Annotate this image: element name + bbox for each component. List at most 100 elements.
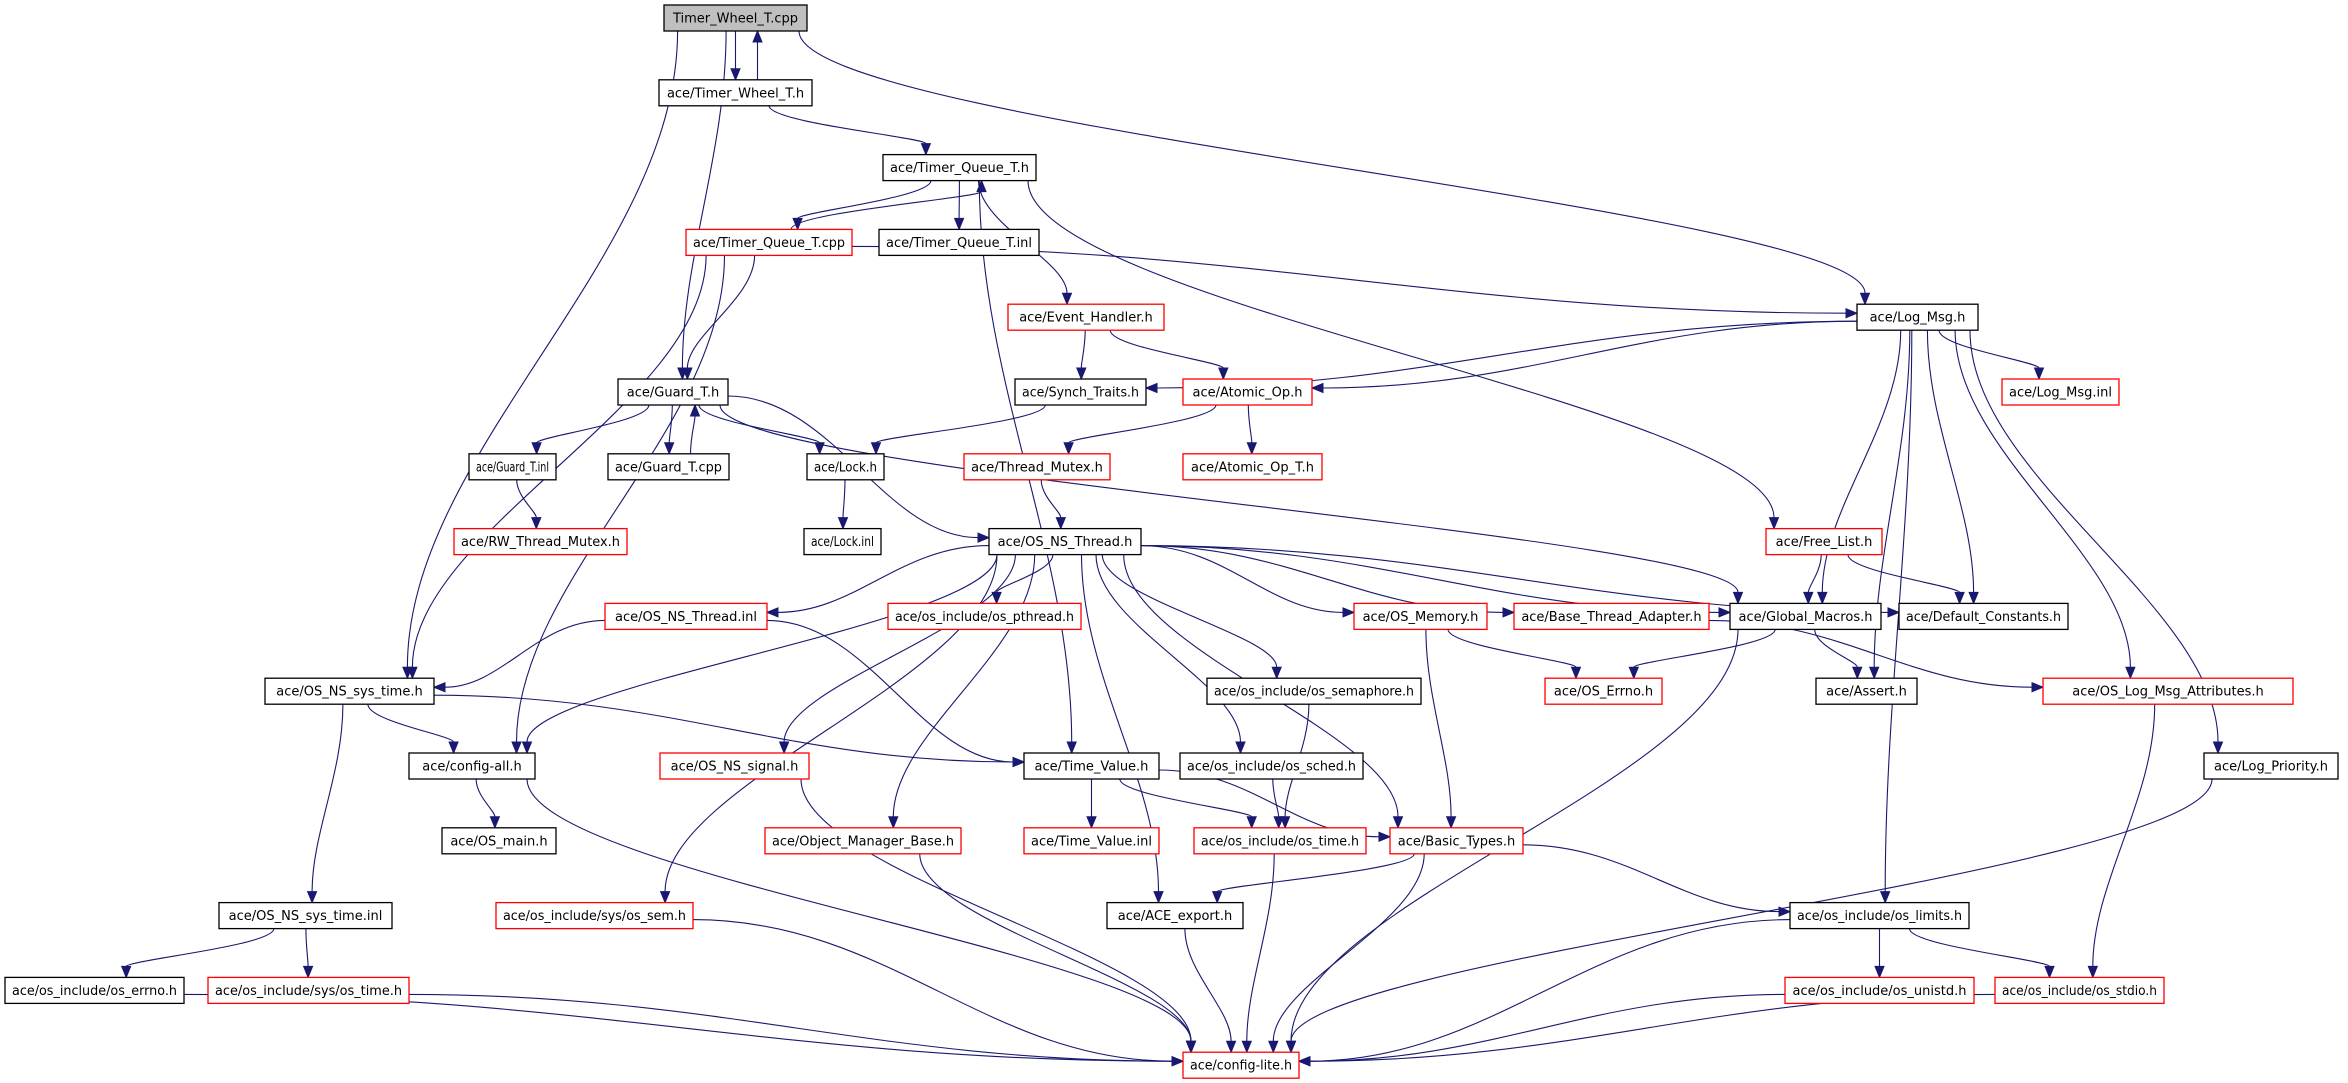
node-box[interactable] <box>1544 677 1663 705</box>
node-box[interactable] <box>1193 827 1367 855</box>
node-os-memory[interactable]: ace/OS_Memory.h <box>1353 602 1488 631</box>
node-box[interactable] <box>1206 677 1422 705</box>
node-base-thread-adapter[interactable]: ace/Base_Thread_Adapter.h <box>1513 602 1710 631</box>
node-log-msg-inl[interactable]: ace/Log_Msg.inl <box>2001 378 2120 406</box>
node-twt-h[interactable]: ace/Timer_Wheel_T.h <box>658 79 813 107</box>
node-box[interactable] <box>468 453 557 481</box>
node-twt-cpp[interactable]: Timer_Wheel_T.cpp <box>663 4 808 32</box>
node-tqt-h[interactable]: ace/Timer_Queue_T.h <box>882 153 1037 182</box>
node-box[interactable] <box>887 602 1082 631</box>
node-box[interactable] <box>878 228 1040 257</box>
node-box[interactable] <box>963 453 1111 481</box>
node-ace-export[interactable]: ace/ACE_export.h <box>1106 901 1244 930</box>
node-box[interactable] <box>1729 602 1882 631</box>
node-os-errno-h[interactable]: ace/OS_Errno.h <box>1544 677 1663 705</box>
node-box[interactable] <box>495 901 694 930</box>
node-box[interactable] <box>1856 303 1979 331</box>
node-guard-h[interactable]: ace/Guard_T.h <box>617 378 729 406</box>
node-box[interactable] <box>1389 827 1524 855</box>
node-guard-inl[interactable]: ace/Guard_T.inl <box>468 453 557 481</box>
node-box[interactable] <box>441 827 557 855</box>
node-log-msg[interactable]: ace/Log_Msg.h <box>1856 303 1979 331</box>
node-box[interactable] <box>659 752 810 780</box>
node-box[interactable] <box>1784 976 1975 1005</box>
node-box[interactable] <box>4 976 185 1005</box>
node-os-limits[interactable]: ace/os_include/os_limits.h <box>1789 901 1970 930</box>
node-os-pthread[interactable]: ace/os_include/os_pthread.h <box>887 602 1082 631</box>
node-box[interactable] <box>1182 1051 1300 1079</box>
node-os-semaphore[interactable]: ace/os_include/os_semaphore.h <box>1206 677 1422 705</box>
node-box[interactable] <box>1789 901 1970 930</box>
node-box[interactable] <box>806 453 885 481</box>
node-lock-h[interactable]: ace/Lock.h <box>806 453 885 481</box>
node-os-ns-sys-time-inl[interactable]: ace/OS_NS_sys_time.inl <box>218 901 393 930</box>
node-box[interactable] <box>1007 303 1165 331</box>
node-box[interactable] <box>1353 602 1488 631</box>
node-config-lite[interactable]: ace/config-lite.h <box>1182 1051 1300 1079</box>
node-box[interactable] <box>218 901 393 930</box>
node-os-ns-thread[interactable]: ace/OS_NS_Thread.h <box>988 527 1142 556</box>
node-box[interactable] <box>1179 752 1364 780</box>
node-box[interactable] <box>207 976 410 1005</box>
node-box[interactable] <box>1182 378 1313 406</box>
node-free-list[interactable]: ace/Free_List.h <box>1765 527 1883 556</box>
node-box[interactable] <box>1815 677 1918 705</box>
node-box[interactable] <box>1106 901 1244 930</box>
node-box[interactable] <box>685 228 853 257</box>
node-box[interactable] <box>988 527 1142 556</box>
node-event-handler[interactable]: ace/Event_Handler.h <box>1007 303 1165 331</box>
node-box[interactable] <box>2203 752 2339 780</box>
node-box[interactable] <box>2001 378 2120 406</box>
node-guard-cpp[interactable]: ace/Guard_T.cpp <box>607 453 730 481</box>
node-config-all[interactable]: ace/config-all.h <box>408 752 536 780</box>
node-box[interactable] <box>882 153 1037 182</box>
node-box[interactable] <box>1023 827 1160 855</box>
node-box[interactable] <box>453 527 628 556</box>
node-assert-h[interactable]: ace/Assert.h <box>1815 677 1918 705</box>
node-os-time[interactable]: ace/os_include/os_time.h <box>1193 827 1367 855</box>
node-box[interactable] <box>2042 677 2294 705</box>
node-tqt-cpp[interactable]: ace/Timer_Queue_T.cpp <box>685 228 853 257</box>
node-os-ns-signal[interactable]: ace/OS_NS_signal.h <box>659 752 810 780</box>
node-log-priority[interactable]: ace/Log_Priority.h <box>2203 752 2339 780</box>
node-box[interactable] <box>658 79 813 107</box>
node-box[interactable] <box>803 527 882 556</box>
node-os-stdio[interactable]: ace/os_include/os_stdio.h <box>1994 976 2165 1005</box>
node-box[interactable] <box>1898 602 2069 631</box>
node-box[interactable] <box>264 677 435 705</box>
node-object-manager-base[interactable]: ace/Object_Manager_Base.h <box>764 827 962 855</box>
node-tqt-inl[interactable]: ace/Timer_Queue_T.inl <box>878 228 1040 257</box>
node-os-unistd[interactable]: ace/os_include/os_unistd.h <box>1784 976 1975 1005</box>
node-box[interactable] <box>1182 453 1323 481</box>
node-time-value-inl[interactable]: ace/Time_Value.inl <box>1023 827 1160 855</box>
node-time-value[interactable]: ace/Time_Value.h <box>1023 752 1160 780</box>
node-box[interactable] <box>408 752 536 780</box>
node-global-macros[interactable]: ace/Global_Macros.h <box>1729 602 1882 631</box>
node-box[interactable] <box>764 827 962 855</box>
node-os-errno[interactable]: ace/os_include/os_errno.h <box>4 976 185 1005</box>
node-atomic-op[interactable]: ace/Atomic_Op.h <box>1182 378 1313 406</box>
node-sys-os-sem[interactable]: ace/os_include/sys/os_sem.h <box>495 901 694 930</box>
node-box[interactable] <box>1513 602 1710 631</box>
node-sys-os-time[interactable]: ace/os_include/sys/os_time.h <box>207 976 410 1005</box>
node-box[interactable] <box>1014 378 1147 406</box>
node-default-constants[interactable]: ace/Default_Constants.h <box>1898 602 2069 631</box>
node-os-ns-thread-inl[interactable]: ace/OS_NS_Thread.inl <box>604 602 768 631</box>
node-os-sched[interactable]: ace/os_include/os_sched.h <box>1179 752 1364 780</box>
node-basic-types[interactable]: ace/Basic_Types.h <box>1389 827 1524 855</box>
node-os-ns-sys-time[interactable]: ace/OS_NS_sys_time.h <box>264 677 435 705</box>
node-os-main[interactable]: ace/OS_main.h <box>441 827 557 855</box>
node-box[interactable] <box>607 453 730 481</box>
node-lock-inl[interactable]: ace/Lock.inl <box>803 527 882 556</box>
node-os-log-msg-attr[interactable]: ace/OS_Log_Msg_Attributes.h <box>2042 677 2294 705</box>
node-box[interactable] <box>1765 527 1883 556</box>
node-thread-mutex[interactable]: ace/Thread_Mutex.h <box>963 453 1111 481</box>
node-box[interactable] <box>604 602 768 631</box>
node-rw-thread-mutex[interactable]: ace/RW_Thread_Mutex.h <box>453 527 628 556</box>
node-box[interactable] <box>663 4 808 32</box>
node-box[interactable] <box>1023 752 1160 780</box>
node-synch-traits[interactable]: ace/Synch_Traits.h <box>1014 378 1147 406</box>
node-box[interactable] <box>1994 976 2165 1005</box>
node-atomic-op-t[interactable]: ace/Atomic_Op_T.h <box>1182 453 1323 481</box>
node-box[interactable] <box>617 378 729 406</box>
